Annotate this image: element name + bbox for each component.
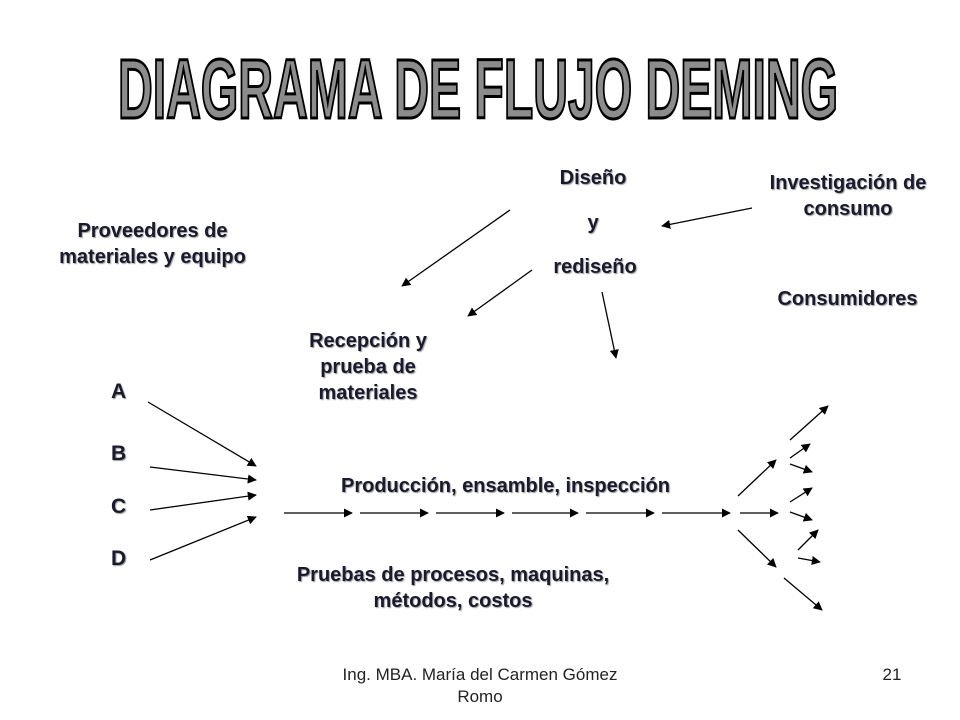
supplier-b: B: [111, 442, 127, 465]
node-proveedores: Proveedores de materiales y equipo: [59, 220, 246, 268]
footer-author: Ing. MBA. María del Carmen Gómez Romo: [342, 665, 618, 706]
arrow-diseno-to-proveedores: [401, 209, 511, 287]
arrow-supplier-b: [149, 466, 257, 484]
arrow-fan-1: [789, 405, 829, 441]
node-investigacion: Investigación de consumo: [769, 172, 927, 220]
page-number: 21: [882, 665, 902, 684]
node-pruebas: Pruebas de procesos, maquinas, métodos, …: [296, 564, 610, 612]
arrow-fan-7: [797, 556, 821, 566]
node-produccion: Producción, ensamble, inspección: [341, 475, 670, 497]
node-rediseno: rediseño: [553, 256, 637, 278]
arrow-fan-4: [789, 487, 813, 503]
arrow-supplier-c: [149, 491, 257, 511]
arrow-rediseno-to-recepcion: [467, 269, 533, 317]
arrow-rediseno-to-consumers: [601, 291, 619, 359]
arrow-fan-2: [789, 443, 811, 459]
node-consumidores: Consumidores: [777, 288, 918, 310]
arrow-supplier-d: [149, 515, 257, 561]
arrow-fan-6: [797, 529, 819, 551]
arrow-fan-5: [789, 511, 813, 522]
node-recepcion: Recepción y prueba de materiales: [309, 330, 427, 404]
supplier-c: C: [111, 495, 127, 518]
supplier-a: A: [111, 380, 127, 403]
supplier-d: D: [111, 547, 127, 570]
arrow-fan-3: [789, 463, 813, 474]
arrow-branch-up: [737, 459, 777, 497]
arrow-branch-down: [737, 529, 777, 568]
node-diseno: Diseño: [559, 167, 627, 189]
arrow-supplier-a: [147, 401, 257, 467]
slide-title: DIAGRAMA DE FLUJO DEMING: [118, 42, 838, 136]
node-y: y: [587, 212, 599, 234]
arrow-fan-8: [783, 577, 823, 611]
arrow-investigacion-to-diseno: [661, 207, 753, 229]
